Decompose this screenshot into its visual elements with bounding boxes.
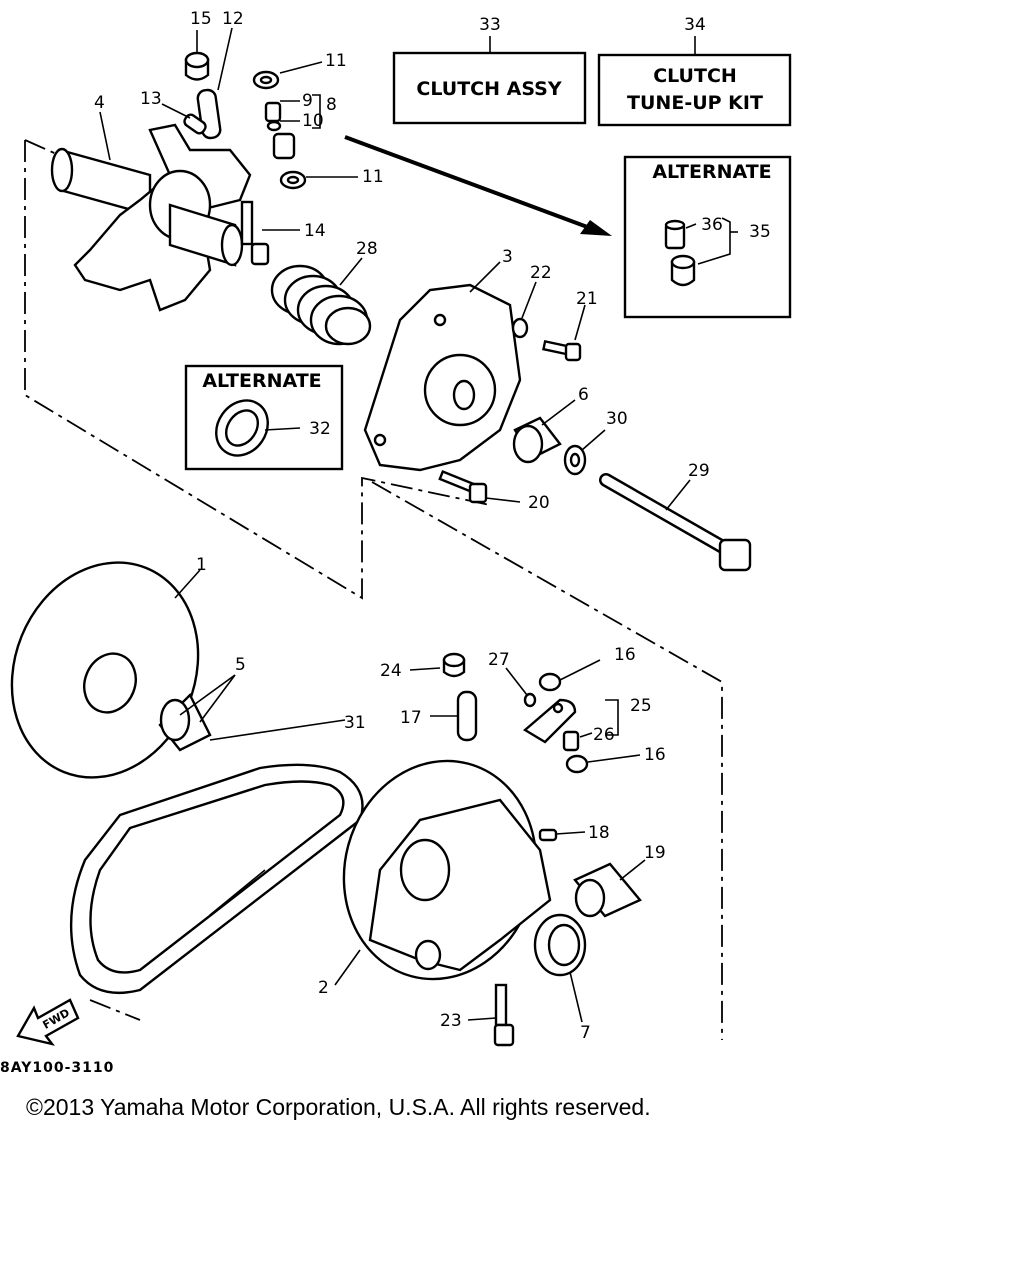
callout-8: 8 [326, 95, 337, 115]
diagram-code: 8AY100-3110 [0, 1060, 115, 1076]
callout-21: 21 [576, 289, 598, 309]
bearing-7 [533, 913, 587, 977]
lower-frame-line [371, 481, 723, 1040]
primary-cap-3 [363, 283, 522, 472]
bolt-13 [183, 113, 207, 135]
weight-part-35 [670, 254, 696, 287]
bolt-23 [493, 983, 515, 1047]
callout-35: 35 [749, 222, 771, 242]
spacer-30 [563, 444, 587, 476]
callout-20: 20 [528, 493, 550, 513]
callout-11-bottom: 11 [362, 167, 384, 187]
primary-sliding-sheave-4 [50, 123, 252, 312]
callout-16-top: 16 [614, 645, 636, 665]
alternate-left-title: ALTERNATE [202, 370, 321, 392]
callout-3: 3 [502, 247, 513, 267]
callout-10: 10 [302, 111, 324, 131]
secondary-sheave-2 [342, 759, 552, 981]
arm-25 [522, 698, 577, 744]
washer-11-top [252, 70, 280, 90]
callout-16-bottom: 16 [644, 745, 666, 765]
callout-19: 19 [644, 843, 666, 863]
callout-14: 14 [304, 221, 326, 241]
callout-28: 28 [356, 239, 378, 259]
washer-11-bottom [279, 170, 307, 190]
washer-part-32 [215, 399, 269, 457]
bolt-20 [438, 469, 488, 504]
cap-15 [184, 51, 210, 81]
callout-25: 25 [630, 696, 652, 716]
callout-5: 5 [235, 655, 246, 675]
tune-up-kit-line1: CLUTCH [653, 65, 737, 87]
tune-up-kit-box[interactable]: CLUTCH TUNE-UP KIT 34 [597, 15, 792, 127]
roller-part-36 [664, 219, 686, 250]
bolt-18 [538, 828, 558, 842]
callout-4: 4 [94, 93, 105, 113]
pin-17 [456, 690, 478, 742]
callout-27: 27 [488, 650, 510, 670]
callout-9: 9 [302, 91, 313, 111]
clutch-assy-box[interactable]: CLUTCH ASSY 33 [392, 15, 587, 125]
clutch-assy-label: CLUTCH ASSY [416, 78, 561, 100]
callout-numbers: 15 12 11 9 8 10 13 4 11 14 28 3 22 21 6 … [94, 9, 710, 1043]
bolt-27 [523, 692, 537, 708]
callout-22: 22 [530, 263, 552, 283]
cap-24 [442, 652, 466, 678]
callout-29: 29 [688, 461, 710, 481]
bolt-14 [240, 200, 270, 266]
callout-23: 23 [440, 1011, 462, 1031]
callout-36: 36 [701, 215, 723, 235]
callout-24: 24 [380, 661, 402, 681]
washer-16-bottom [565, 754, 589, 774]
callout-33: 33 [479, 15, 501, 35]
spring-28 [270, 264, 372, 346]
drive-belt-31 [69, 763, 364, 994]
alternate-top-title: ALTERNATE [652, 161, 771, 183]
callout-12: 12 [222, 9, 244, 29]
callout-32: 32 [309, 419, 331, 439]
callout-11-top: 11 [325, 51, 347, 71]
leader-lines [99, 27, 691, 1023]
callout-6: 6 [578, 385, 589, 405]
bolt-21 [542, 339, 582, 362]
arrow-to-alternate [344, 135, 612, 236]
nut-22 [511, 317, 529, 339]
roller-26 [562, 730, 580, 752]
callout-34: 34 [684, 15, 706, 35]
lower-frame-left [89, 999, 141, 1021]
callout-17: 17 [400, 708, 422, 728]
callout-15: 15 [190, 9, 212, 29]
alternate-left-box[interactable]: ALTERNATE 32 [184, 364, 344, 471]
callout-30: 30 [606, 409, 628, 429]
bushing-6 [512, 416, 562, 464]
callout-18: 18 [588, 823, 610, 843]
fwd-arrow-icon: FWD [16, 998, 80, 1046]
alternate-top-box[interactable]: ALTERNATE 36 35 [623, 155, 792, 319]
copyright-text: ©2013 Yamaha Motor Corporation, U.S.A. A… [26, 1094, 651, 1120]
callout-1: 1 [196, 555, 207, 575]
callout-2: 2 [318, 978, 329, 998]
washer-16-top [538, 672, 562, 692]
callout-26: 26 [593, 725, 615, 745]
bushing-5 [158, 692, 212, 752]
upper-frame-line [24, 140, 491, 600]
callout-13: 13 [140, 89, 162, 109]
callout-31: 31 [344, 713, 366, 733]
tune-up-kit-line2: TUNE-UP KIT [627, 92, 763, 114]
callout-7: 7 [580, 1023, 591, 1043]
weight-9-10 [264, 101, 296, 160]
bolt-29 [599, 473, 752, 572]
collar-19 [573, 862, 642, 918]
